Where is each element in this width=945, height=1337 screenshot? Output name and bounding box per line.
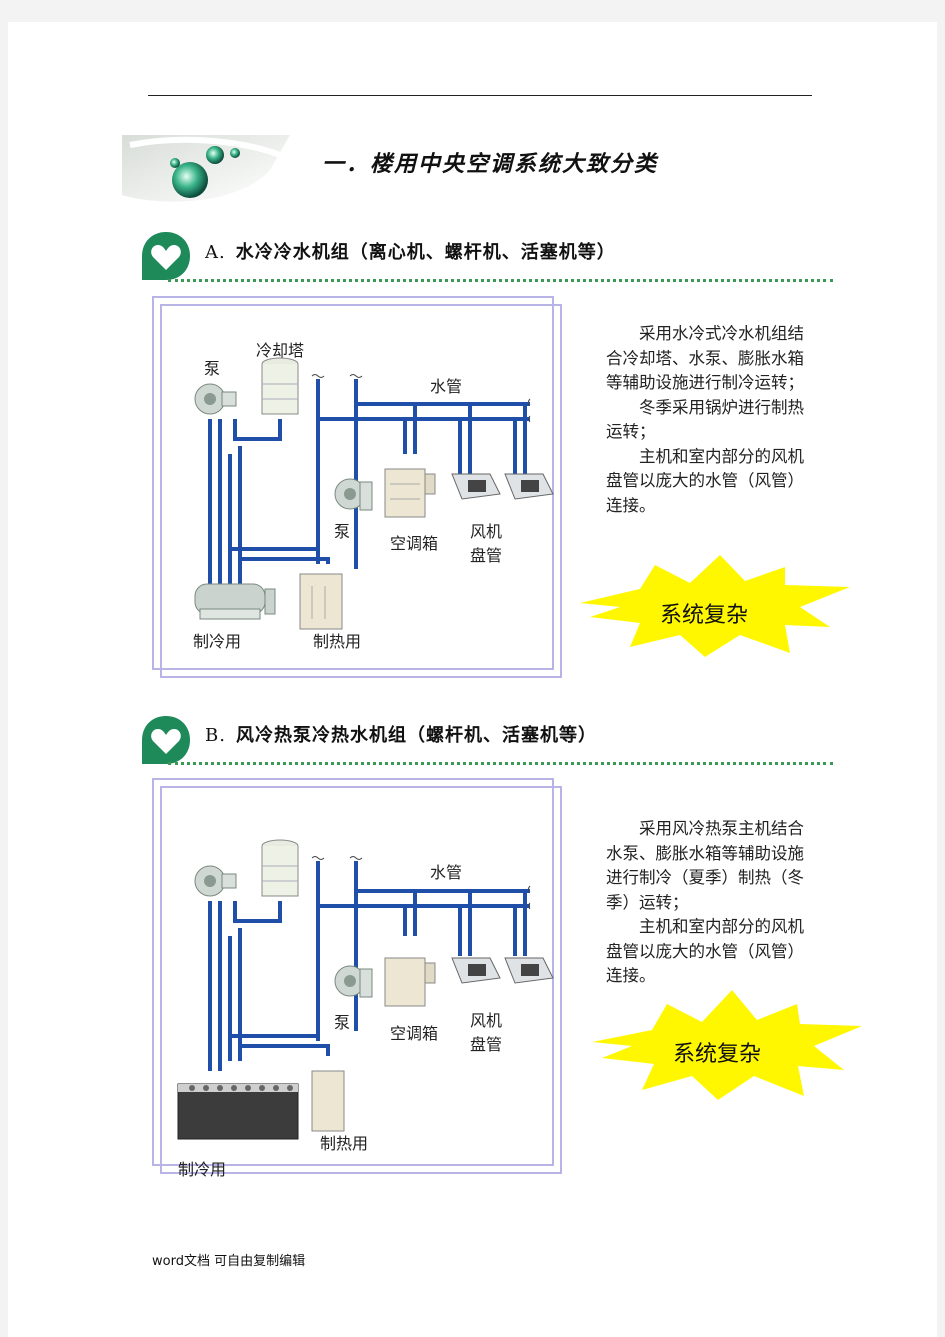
section-a-description: 采用水冷式冷水机组结合冷却塔、水泵、膨胀水箱等辅助设施进行制冷运转； 冬季采用锅… xyxy=(606,322,816,518)
section-b-letter: B. xyxy=(205,725,226,746)
section-b-title: 风冷热泵冷热水机组（螺杆机、活塞机等） xyxy=(235,725,597,746)
section-a-letter: A. xyxy=(205,242,226,263)
heart-icon xyxy=(142,232,190,280)
label-water-pipe: 水管 xyxy=(430,377,462,396)
section-b-desc-2: 主机和室内部分的风机盘管以庞大的水管（风管）连接。 xyxy=(606,917,804,985)
decorative-globe-art xyxy=(122,135,290,202)
cooling-tower-icon xyxy=(261,839,299,897)
diagram-b-frame-inner xyxy=(160,786,562,1174)
pump-icon xyxy=(194,383,237,415)
label-fan-coil-1: 风机 xyxy=(470,522,502,541)
section-b-heading: B. 风冷热泵冷热水机组（螺杆机、活塞机等） xyxy=(205,721,597,747)
label-fan-coil-2: 盘管 xyxy=(470,1035,502,1054)
header-rule xyxy=(148,95,812,96)
diagram-a: 泵 冷却塔 水管 泵 空调箱 风机 盘管 制冷用 制热用 xyxy=(193,341,554,651)
chiller-icon xyxy=(194,583,276,620)
section-a-desc-3: 主机和室内部分的风机盘管以庞大的水管（风管）连接。 xyxy=(606,446,804,515)
section-a-divider xyxy=(168,279,833,282)
section-b-desc-1: 采用风冷热泵主机结合水泵、膨胀水箱等辅助设施进行制冷（夏季）制热（冬季）运转； xyxy=(606,819,804,912)
heart-icon xyxy=(142,716,190,764)
pump-icon xyxy=(334,478,373,511)
label-heating: 制热用 xyxy=(320,1134,368,1153)
boiler-icon xyxy=(299,573,343,630)
section-a-burst-label: 系统复杂 xyxy=(660,603,749,628)
cooling-tower-icon xyxy=(261,357,299,415)
footer-note: word文档 可自由复制编辑 xyxy=(152,1254,306,1269)
fan-coil-icon xyxy=(451,473,501,500)
label-pump-mid: 泵 xyxy=(334,1013,350,1032)
pump-icon xyxy=(334,965,373,998)
label-cooling: 制冷用 xyxy=(193,632,241,651)
pump-icon xyxy=(194,865,237,897)
label-cooling-tower: 冷却塔 xyxy=(256,341,304,360)
air-handler-icon xyxy=(384,468,436,518)
label-pump-top: 泵 xyxy=(204,359,220,378)
section-b-burst-label: 系统复杂 xyxy=(673,1042,762,1067)
label-ahu: 空调箱 xyxy=(390,534,438,553)
section-b-divider xyxy=(168,762,833,765)
label-heating: 制热用 xyxy=(313,632,361,651)
label-water-pipe: 水管 xyxy=(430,863,462,882)
section-b-description: 采用风冷热泵主机结合水泵、膨胀水箱等辅助设施进行制冷（夏季）制热（冬季）运转； … xyxy=(606,817,816,989)
fan-coil-icon xyxy=(451,957,501,984)
section-a-heading: A. 水冷冷水机组（离心机、螺杆机、活塞机等） xyxy=(205,238,616,264)
air-handler-icon xyxy=(384,957,436,1007)
label-fan-coil-1: 风机 xyxy=(470,1011,502,1030)
burst-shape xyxy=(580,555,850,657)
section-a-desc-2: 冬季采用锅炉进行制热运转； xyxy=(606,397,804,442)
diagram-a-frame-inner xyxy=(160,304,562,678)
label-cooling: 制冷用 xyxy=(178,1160,226,1179)
diagram-b: 水管 泵 空调箱 风机 盘管 制热用 制冷用 xyxy=(177,839,554,1179)
heat-pump-unit-icon xyxy=(177,1083,299,1140)
burst-shape xyxy=(592,990,862,1100)
section-a-desc-1: 采用水冷式冷水机组结合冷却塔、水泵、膨胀水箱等辅助设施进行制冷运转； xyxy=(606,324,804,392)
diagram-b-frame-outer xyxy=(152,778,554,1166)
label-fan-coil-2: 盘管 xyxy=(470,546,502,565)
label-ahu: 空调箱 xyxy=(390,1024,438,1043)
section-a-title: 水冷冷水机组（离心机、螺杆机、活塞机等） xyxy=(235,242,616,263)
fan-coil-icon xyxy=(504,957,554,984)
fan-coil-icon xyxy=(504,473,554,500)
diagram-a-frame-outer xyxy=(152,296,554,670)
boiler-icon xyxy=(311,1070,345,1132)
label-pump-mid: 泵 xyxy=(334,522,350,541)
page-title: 一．楼用中央空调系统大致分类 xyxy=(322,151,659,177)
